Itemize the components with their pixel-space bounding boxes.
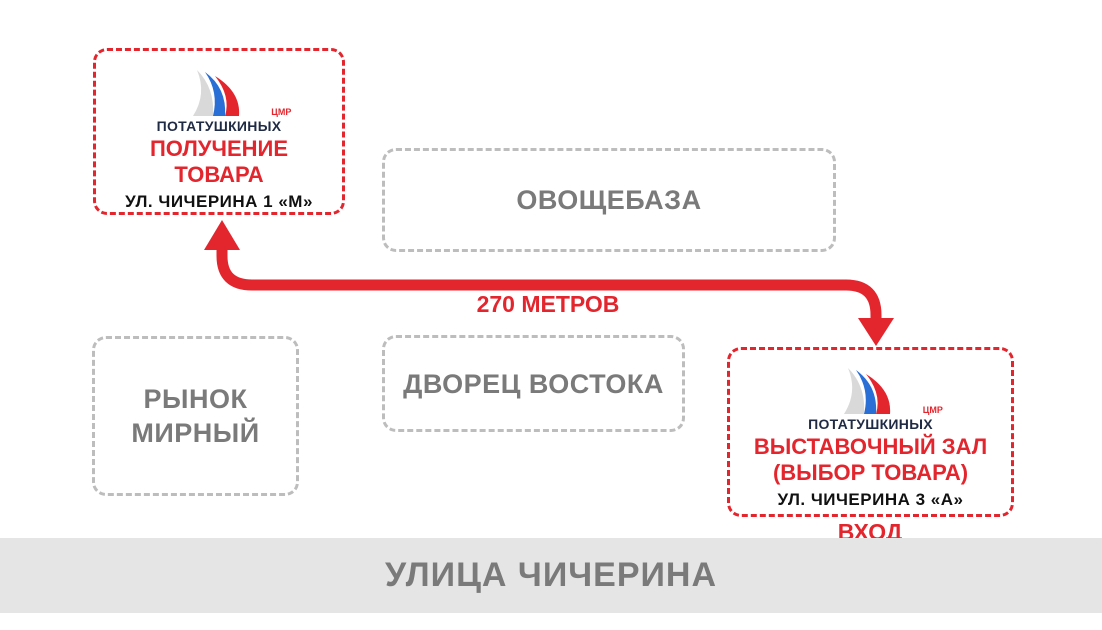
showroom-box: ПОТАТУШКИНЫХ ЦМР ВЫСТАВОЧНЫЙ ЗАЛ (ВЫБОР … (727, 347, 1014, 517)
landmark-ovoschebaza: ОВОЩЕБАЗА (382, 148, 836, 252)
pickup-address: УЛ. ЧИЧЕРИНА 1 «М» (125, 191, 313, 211)
brand-sub: ЦМР (271, 106, 292, 117)
showroom-title: ВЫСТАВОЧНЫЙ ЗАЛ (ВЫБОР ТОВАРА) (753, 434, 988, 485)
route-path (216, 232, 882, 320)
showroom-address: УЛ. ЧИЧЕРИНА 3 «А» (777, 490, 964, 509)
sail-logo-icon (192, 69, 240, 116)
showroom-logo: ПОТАТУШКИНЫХ ЦМР (808, 364, 943, 434)
pickup-store-box: ПОТАТУШКИНЫХ ЦМР ПОЛУЧЕНИЕ ТОВАРА УЛ. ЧИ… (93, 48, 345, 215)
landmark-label: ОВОЩЕБАЗА (516, 185, 702, 215)
brand-row: ПОТАТУШКИНЫХ ЦМР (808, 405, 943, 434)
arrowhead-up-icon (204, 220, 240, 250)
brand-name: ПОТАТУШКИНЫХ (156, 117, 282, 134)
distance-label: 270 МЕТРОВ (476, 291, 620, 317)
street-name: УЛИЦА ЧИЧЕРИНА (384, 556, 718, 594)
landmark-rynok: РЫНОК МИРНЫЙ (92, 336, 299, 496)
brand-name: ПОТАТУШКИНЫХ (808, 416, 933, 432)
pickup-title: ПОЛУЧЕНИЕ ТОВАРА (149, 135, 288, 187)
landmark-label: ДВОРЕЦ ВОСТОКА (403, 368, 664, 399)
brand-sub: ЦМР (922, 405, 943, 415)
landmark-dvorets: ДВОРЕЦ ВОСТОКА (382, 335, 685, 432)
street-band: УЛИЦА ЧИЧЕРИНА (0, 538, 1102, 613)
arrowhead-down-icon (858, 318, 894, 346)
brand-row: ПОТАТУШКИНЫХ ЦМР (156, 107, 292, 136)
sail-logo-icon (844, 368, 891, 414)
landmark-label: РЫНОК МИРНЫЙ (131, 384, 260, 448)
pickup-logo: ПОТАТУШКИНЫХ ЦМР (156, 66, 292, 136)
